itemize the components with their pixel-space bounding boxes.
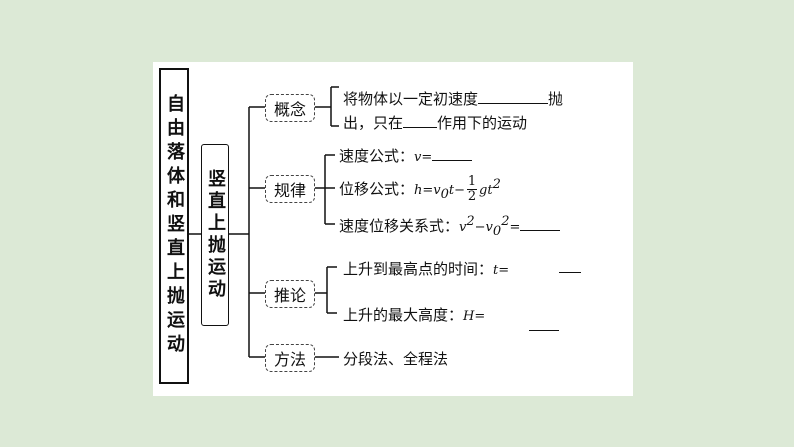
sub-title-box: 竖直上抛运动 [201, 144, 229, 326]
concept-tag: 概念 [265, 94, 315, 122]
concept-text-1b: 抛 [548, 90, 564, 108]
height-var: H= [463, 309, 486, 324]
displacement-eq-a: h=v [414, 183, 441, 198]
velocity-label: 速度公式： [339, 147, 415, 165]
connector-lines [189, 86, 339, 358]
time-var: t= [493, 263, 510, 278]
max-height: 上升的最大高度：H= [343, 304, 485, 325]
concept-blank-2 [403, 127, 438, 128]
inference-tag: 推论 [265, 280, 315, 308]
concept-line-2: 出，只在 作用下的运动 [343, 112, 527, 133]
method-text: 分段法、全程法 [343, 350, 449, 368]
height-fraction-line [529, 330, 559, 331]
concept-map-panel: 自由落体和竖直上抛运动 竖直上抛运动 概念 将物体以一定初速度 抛 出，只在 作用下… [153, 62, 633, 396]
relation-blank [520, 230, 561, 231]
relation-eq-c: = [509, 220, 521, 235]
frac-denominator: 2 [467, 189, 477, 204]
concept-text-1a: 将物体以一定初速度 [343, 90, 479, 108]
relation-sup-2: 2 [501, 214, 510, 229]
frac-numerator: 1 [467, 174, 477, 189]
relation-eq-a: v [459, 220, 467, 235]
height-label: 上升的最大高度： [343, 306, 464, 324]
displacement-eq-c: gt [479, 183, 493, 198]
time-fraction-line [559, 272, 581, 273]
displacement-eq-b: t− [448, 183, 466, 198]
time-label: 上升到最高点的时间： [343, 260, 494, 278]
frac-bar [467, 189, 478, 190]
law-tag: 规律 [265, 175, 315, 203]
concept-line-1: 将物体以一定初速度 抛 [343, 88, 563, 109]
displacement-label: 位移公式： [339, 180, 415, 198]
relation-eq-b: −v [474, 220, 493, 235]
relation-formula: 速度位移关系式：v2−v02= [339, 214, 561, 239]
velocity-var: v= [414, 150, 433, 165]
concept-blank-1 [478, 103, 549, 104]
relation-sub: 0 [492, 224, 502, 239]
concept-text-2b: 作用下的运动 [437, 114, 528, 132]
concept-text-2a: 出，只在 [343, 114, 404, 132]
method-tag: 方法 [265, 344, 315, 372]
velocity-blank [432, 160, 473, 161]
time-to-top: 上升到最高点的时间：t= [343, 258, 509, 279]
main-title-box: 自由落体和竖直上抛运动 [159, 68, 189, 384]
displacement-sup: 2 [492, 177, 501, 192]
relation-label: 速度位移关系式： [339, 217, 460, 235]
velocity-formula: 速度公式：v= [339, 145, 473, 166]
displacement-sub: 0 [440, 187, 449, 202]
relation-sup-1: 2 [466, 214, 475, 229]
